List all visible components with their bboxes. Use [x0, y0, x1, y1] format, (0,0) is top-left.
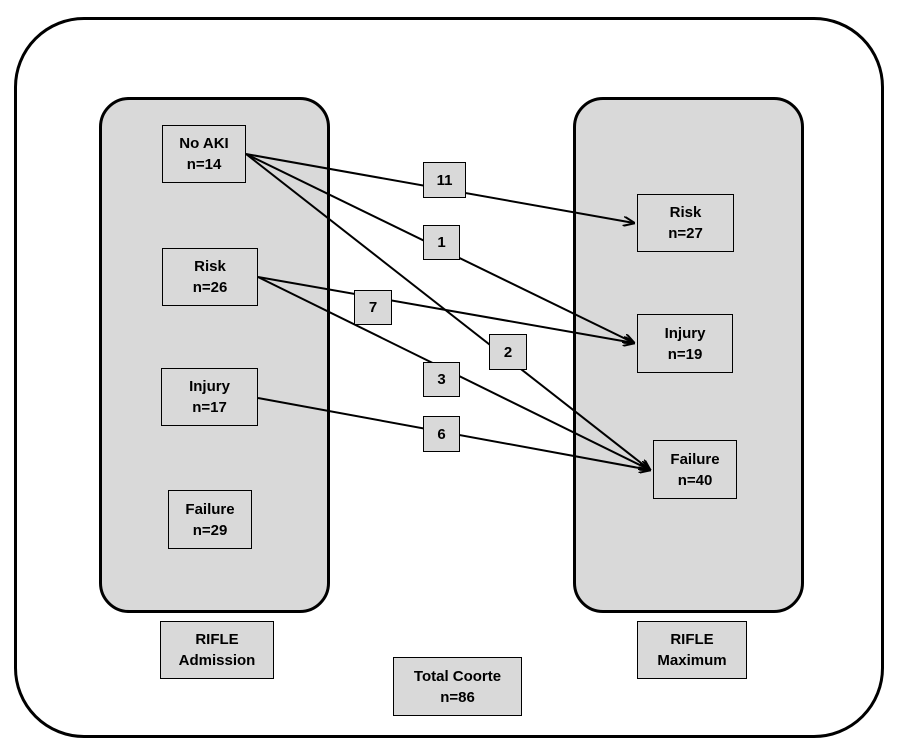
total-cohort-label: Total Coorte n=86 [393, 657, 522, 716]
maximum-label-line1: RIFLE [670, 631, 714, 648]
maximum-node-injury: Injury n=19 [637, 314, 733, 373]
transition-label-risk-injury: 7 [354, 290, 392, 325]
node-count: n=14 [186, 156, 222, 173]
transition-label-risk-failure: 3 [423, 362, 460, 397]
node-name: Injury [664, 324, 706, 342]
maximum-label: RIFLE Maximum [637, 621, 747, 679]
transition-label-noaki-failure: 2 [489, 334, 527, 370]
node-count: n=17 [192, 399, 227, 416]
node-count: n=19 [667, 345, 703, 363]
admission-label: RIFLE Admission [160, 621, 274, 679]
node-count: n=40 [677, 471, 713, 489]
admission-node-risk: Risk n=26 [162, 248, 258, 306]
node-name: Failure [670, 450, 720, 468]
admission-label-line2: Admission [178, 652, 256, 669]
admission-node-injury: Injury n=17 [161, 368, 258, 426]
transition-label-noaki-risk: 11 [423, 162, 466, 198]
maximum-label-line2: Maximum [657, 652, 727, 669]
node-count: n=26 [192, 279, 228, 296]
node-name: Risk [669, 204, 702, 221]
node-name: Failure [185, 500, 235, 518]
node-name: No AKI [179, 135, 229, 152]
maximum-node-failure: Failure n=40 [653, 440, 737, 499]
transition-label-injury-failure: 6 [423, 416, 460, 452]
arrow-noaki-to-failure [245, 153, 650, 470]
maximum-node-risk: Risk n=27 [637, 194, 734, 252]
node-count: n=27 [668, 225, 703, 242]
node-name: Risk [194, 258, 226, 275]
admission-node-no-aki: No AKI n=14 [162, 125, 246, 183]
transition-label-noaki-injury: 1 [423, 225, 460, 260]
total-cohort-title: Total Coorte [413, 667, 502, 685]
node-name: Injury [189, 378, 230, 395]
total-cohort-count: n=86 [440, 688, 475, 706]
arrow-risk-to-injury [257, 276, 634, 343]
node-count: n=29 [192, 521, 228, 539]
admission-node-failure: Failure n=29 [168, 490, 252, 549]
admission-label-line1: RIFLE [195, 631, 239, 648]
